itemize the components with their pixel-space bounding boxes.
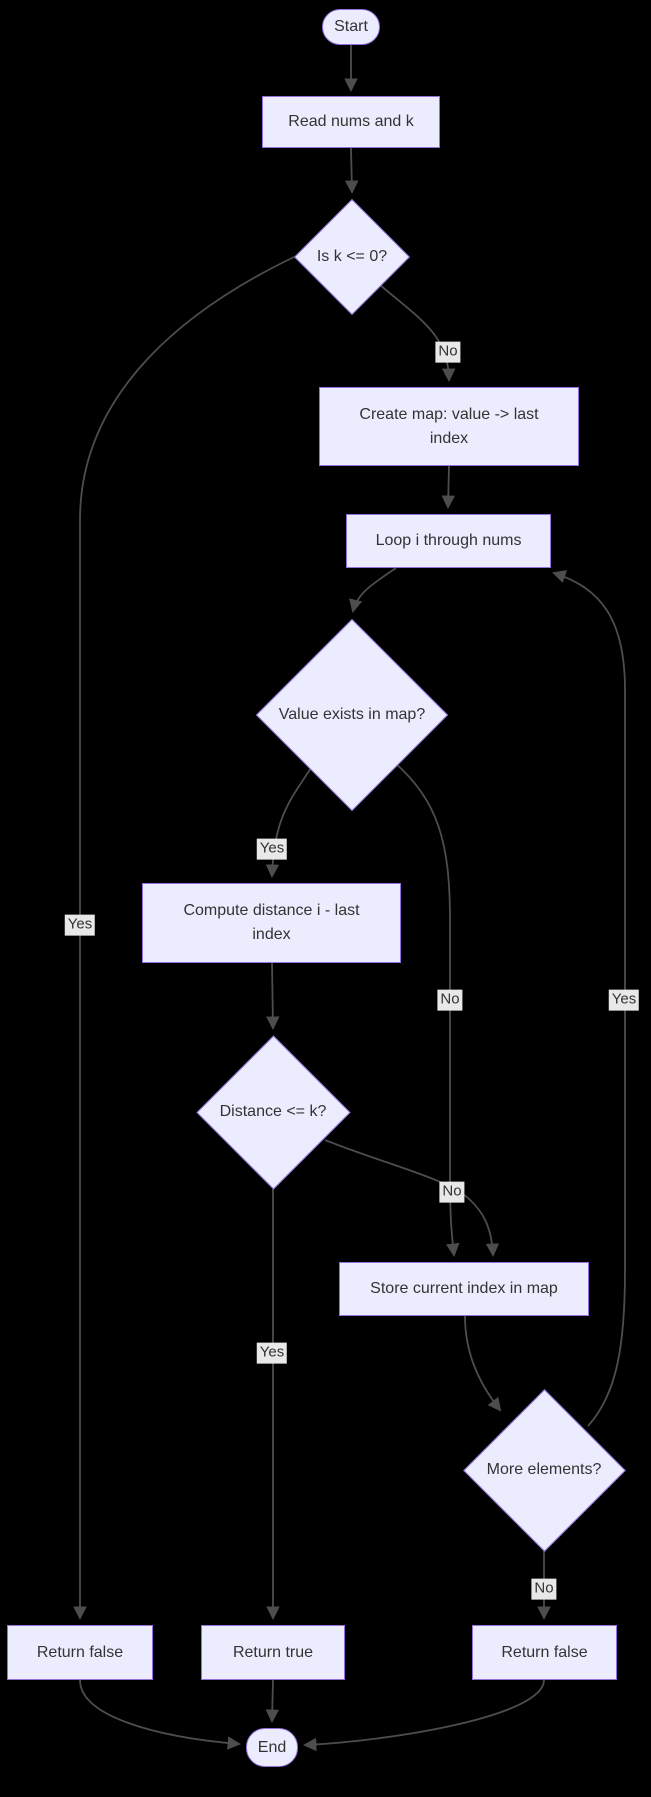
node-value-exists: Value exists in map? (255, 618, 449, 812)
edge-exists-store-no (393, 761, 460, 1258)
node-distance-check: Distance <= k? (195, 1034, 351, 1190)
node-return-true: Return true (201, 1625, 345, 1680)
edge-returnfalseright-end (302, 1679, 545, 1752)
edge-compute-distcheck (266, 962, 280, 1031)
edge-label-k-no: No (435, 341, 461, 363)
edge-returnfalseleft-end (79, 1679, 242, 1750)
edge-label-k-yes: Yes (64, 914, 96, 936)
edge-read-kcheck (344, 147, 359, 195)
node-return-false-left: Return false (7, 1625, 153, 1680)
edge-distcheck-store-no (324, 1139, 500, 1258)
edge-createmap-loop (441, 465, 456, 510)
node-read-nums: Read nums and k (262, 96, 440, 148)
node-more-elements: More elements? (462, 1388, 626, 1552)
edge-kcheck-createmap-no (379, 284, 456, 383)
edge-label-more-no: No (531, 1578, 557, 1600)
node-start: Start (322, 9, 380, 45)
node-store-index: Store current index in map (339, 1262, 589, 1316)
edge-returntrue-end (265, 1679, 280, 1724)
node-create-map: Create map: value -> last index (319, 387, 579, 466)
node-return-false-right: Return false (472, 1625, 617, 1680)
edge-kcheck-returnfalse-yes (73, 256, 295, 1621)
edge-label-distance-yes: Yes (256, 1342, 288, 1364)
edge-more-loop-yes (552, 570, 626, 1427)
node-k-check: Is k <= 0? (294, 199, 410, 315)
edge-label-distance-no: No (439, 1181, 465, 1203)
edge-store-more (464, 1315, 502, 1412)
edge-label-exists-no: No (437, 989, 463, 1011)
node-end: End (246, 1728, 298, 1767)
edge-label-more-yes: Yes (608, 989, 640, 1011)
edge-label-exists-yes: Yes (256, 838, 288, 860)
node-compute-distance: Compute distance i - last index (142, 883, 401, 963)
node-loop: Loop i through nums (346, 514, 551, 568)
edge-loop-exists (349, 567, 397, 613)
